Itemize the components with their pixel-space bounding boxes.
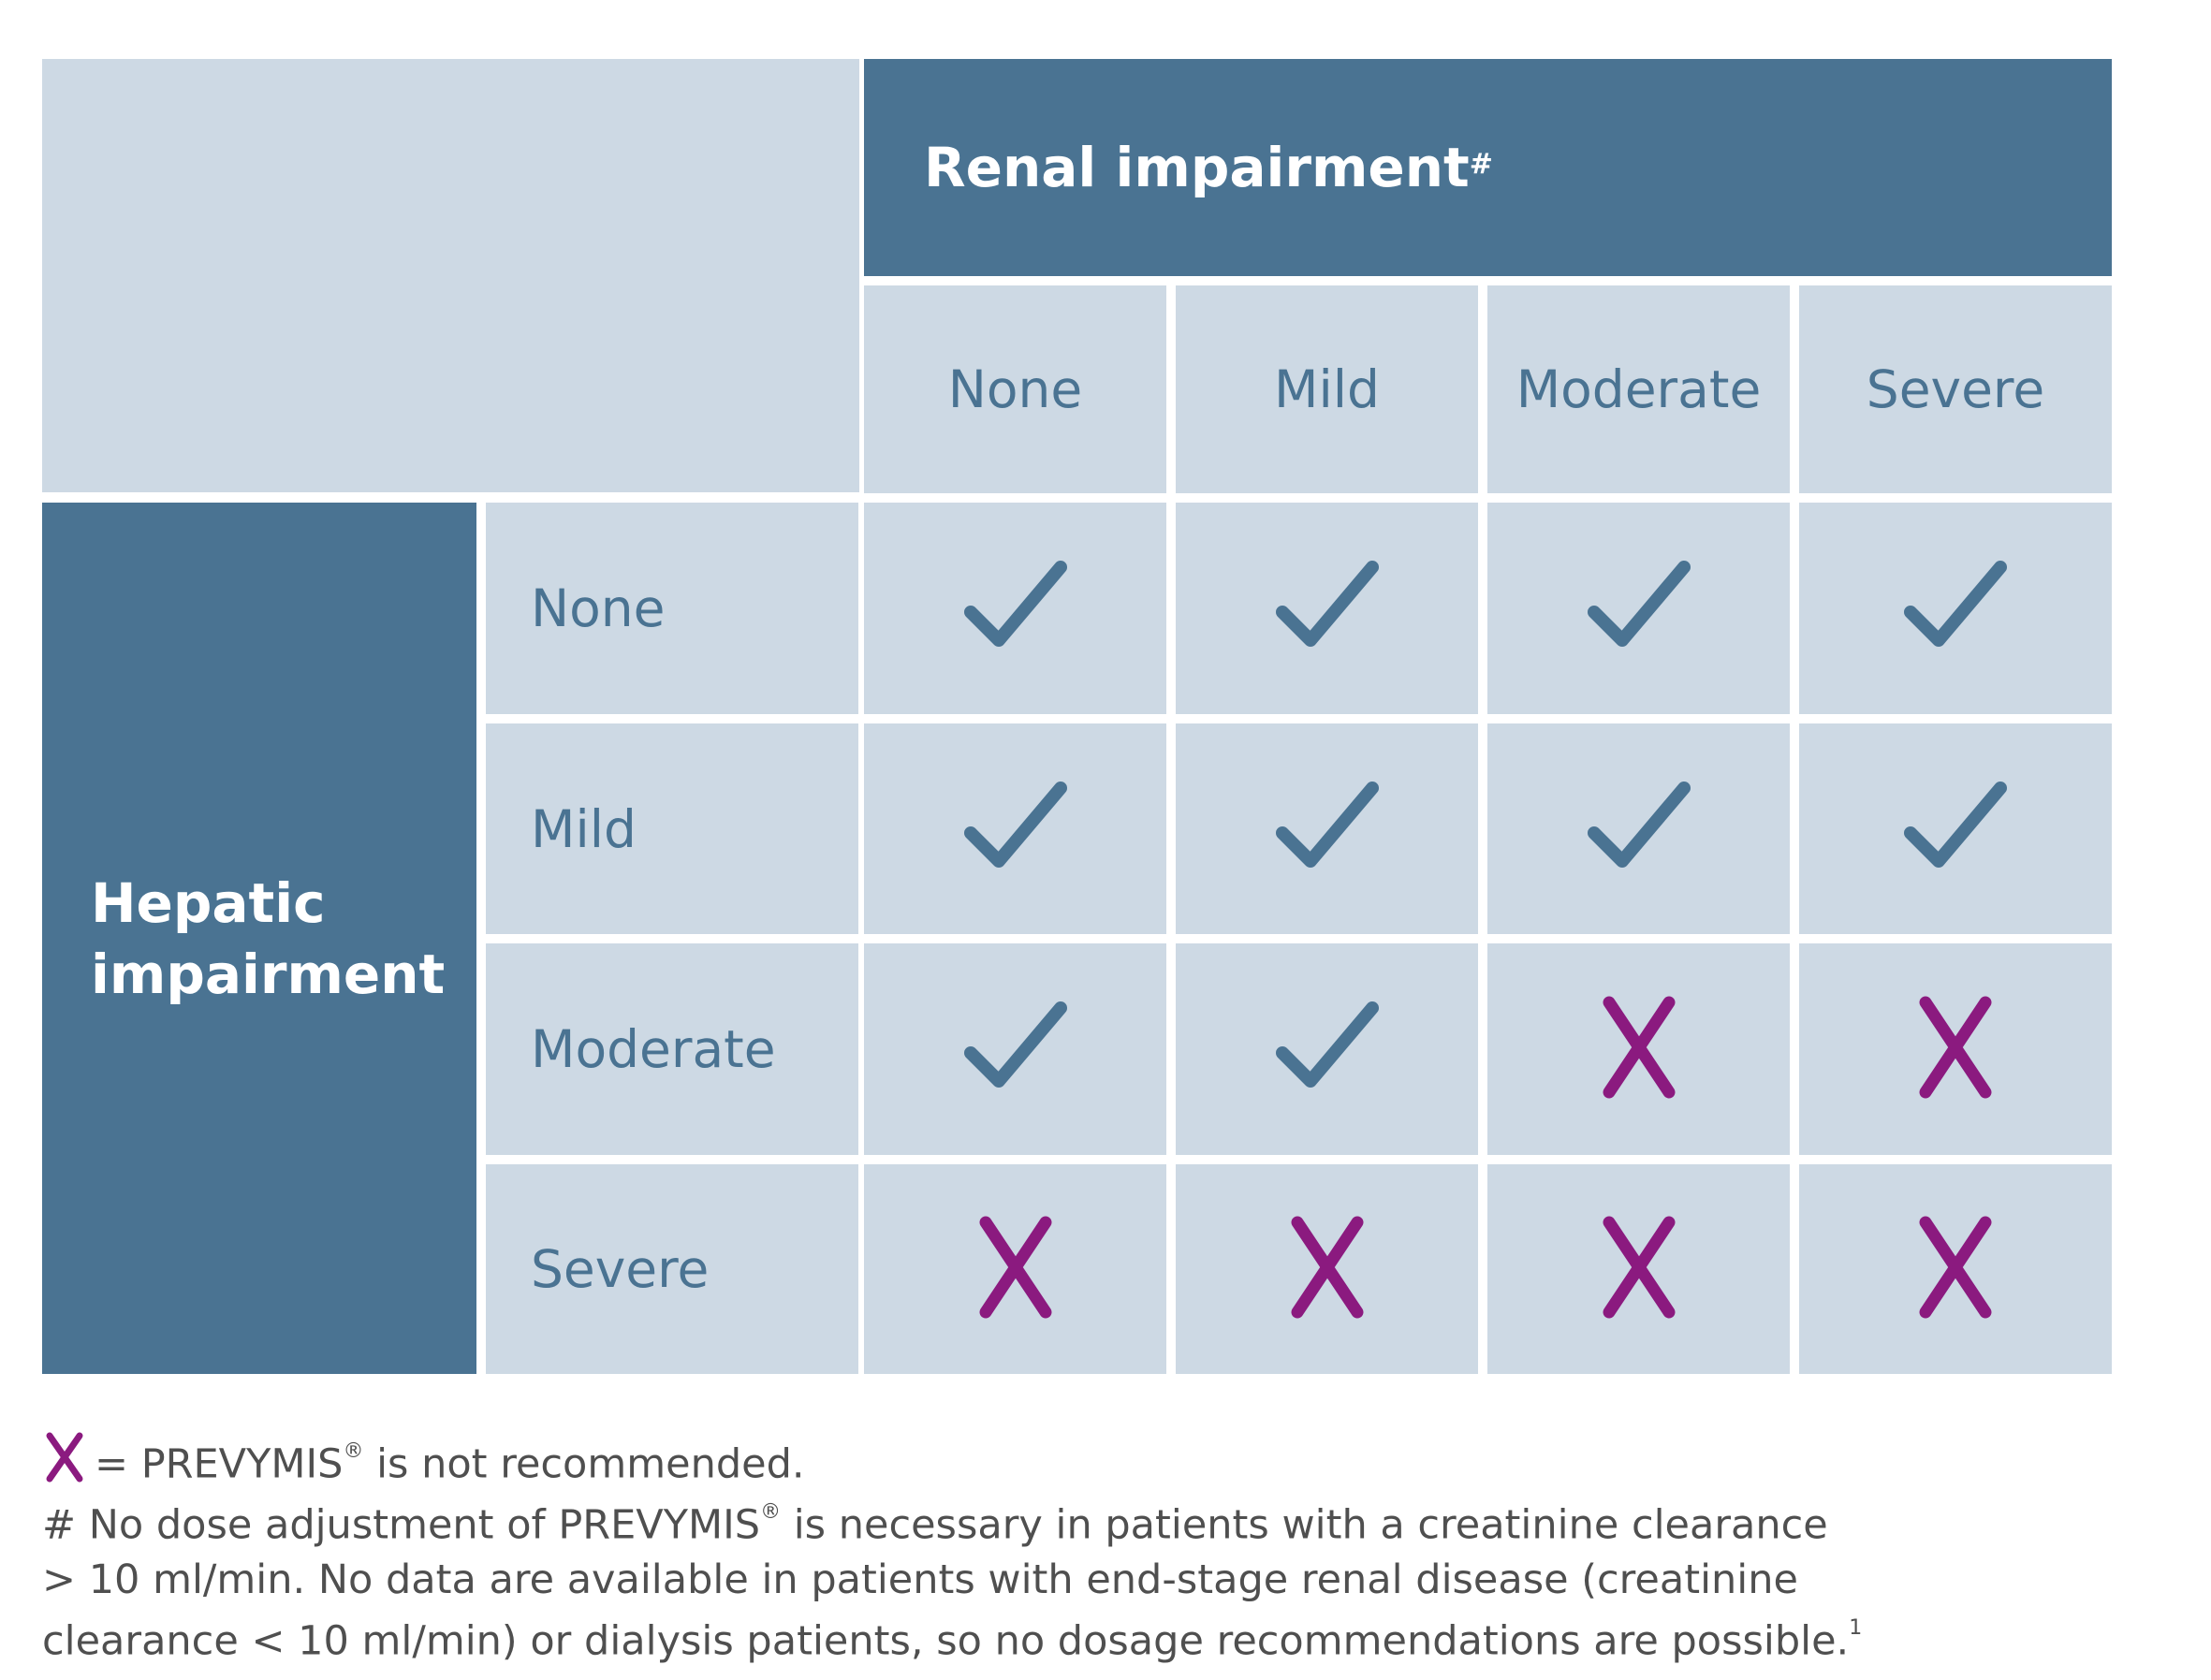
hepatic-header-line2: impairment	[91, 942, 446, 1006]
renal-header-footnote-mark: #	[1469, 147, 1493, 181]
row-header-label: Mild	[531, 798, 637, 859]
check-icon	[1271, 550, 1384, 666]
legend-x-suffix: is not recommended.	[363, 1440, 805, 1488]
check-icon	[1899, 550, 2012, 666]
column-header-label: None	[947, 359, 1083, 419]
hepatic-impairment-header: Hepatic impairment	[42, 503, 476, 1374]
check-icon	[1583, 550, 1695, 666]
legend-note-line3: clearance < 10 ml/min) or dialysis patie…	[42, 1607, 2148, 1668]
renal-impairment-header: Renal impairment#	[864, 59, 2112, 276]
column-header-label: Mild	[1274, 359, 1380, 419]
registered-mark: ®	[343, 1439, 364, 1463]
grid-cell	[1487, 943, 1790, 1155]
column-header-mild: Mild	[1176, 285, 1478, 493]
column-header-none: None	[864, 285, 1166, 493]
x-mark-icon	[1899, 991, 2012, 1107]
grid-cell	[1487, 723, 1790, 934]
grid-cell	[864, 723, 1166, 934]
row-header-label: Severe	[531, 1239, 710, 1299]
column-header-label: Severe	[1866, 359, 2045, 419]
check-icon	[1899, 771, 2012, 887]
row-header-severe: Severe	[486, 1164, 858, 1374]
row-header-label: Moderate	[531, 1019, 776, 1079]
renal-header-label: Renal impairment	[924, 136, 1470, 199]
x-mark-icon	[42, 1430, 87, 1484]
legend-note-line1: # No dose adjustment of PREVYMIS® is nec…	[42, 1491, 2148, 1552]
grid-cell	[1176, 723, 1478, 934]
grid-cell	[1176, 943, 1478, 1155]
column-header-severe: Severe	[1799, 285, 2112, 493]
row-header-none: None	[486, 503, 858, 714]
x-mark-icon	[1583, 1211, 1695, 1327]
check-icon	[1271, 991, 1384, 1107]
grid-cell	[1799, 723, 2112, 934]
note-line3-text: clearance < 10 ml/min) or dialysis patie…	[42, 1616, 1850, 1664]
check-icon	[959, 991, 1072, 1107]
x-mark-icon	[1583, 991, 1695, 1107]
grid-cell	[1176, 503, 1478, 714]
grid-cell	[864, 1164, 1166, 1374]
check-icon	[959, 771, 1072, 887]
legend-note-line2: > 10 ml/min. No data are available in pa…	[42, 1556, 1798, 1603]
grid-cell	[1487, 1164, 1790, 1374]
registered-mark: ®	[760, 1500, 782, 1525]
grid-cell	[864, 503, 1166, 714]
reference-mark: 1	[1849, 1615, 1863, 1640]
grid-cell	[1799, 503, 2112, 714]
row-header-mild: Mild	[486, 723, 858, 934]
legend-x-meaning: = PREVYMIS® is not recommended.	[42, 1430, 2148, 1491]
grid-cell	[864, 943, 1166, 1155]
note-line1-prefix: # No dose adjustment of PREVYMIS	[42, 1501, 761, 1549]
grid-cell	[1799, 943, 2112, 1155]
row-header-label: None	[531, 578, 666, 638]
blank-corner-cell	[42, 59, 859, 492]
grid-cell	[1487, 503, 1790, 714]
legend: = PREVYMIS® is not recommended. # No dos…	[42, 1430, 2148, 1668]
check-icon	[1583, 771, 1695, 887]
x-mark-icon	[1271, 1211, 1384, 1327]
grid-cell	[1176, 1164, 1478, 1374]
hepatic-header-line1: Hepatic	[91, 870, 326, 935]
check-icon	[959, 550, 1072, 666]
x-mark-icon	[959, 1211, 1072, 1327]
check-icon	[1271, 771, 1384, 887]
note-line1-suffix: is necessary in patients with a creatini…	[781, 1501, 1828, 1549]
column-header-label: Moderate	[1515, 359, 1762, 419]
grid-cell	[1799, 1164, 2112, 1374]
row-header-moderate: Moderate	[486, 943, 858, 1155]
legend-x-prefix: = PREVYMIS	[95, 1440, 344, 1488]
x-mark-icon	[1899, 1211, 2012, 1327]
column-header-moderate: Moderate	[1487, 285, 1790, 493]
